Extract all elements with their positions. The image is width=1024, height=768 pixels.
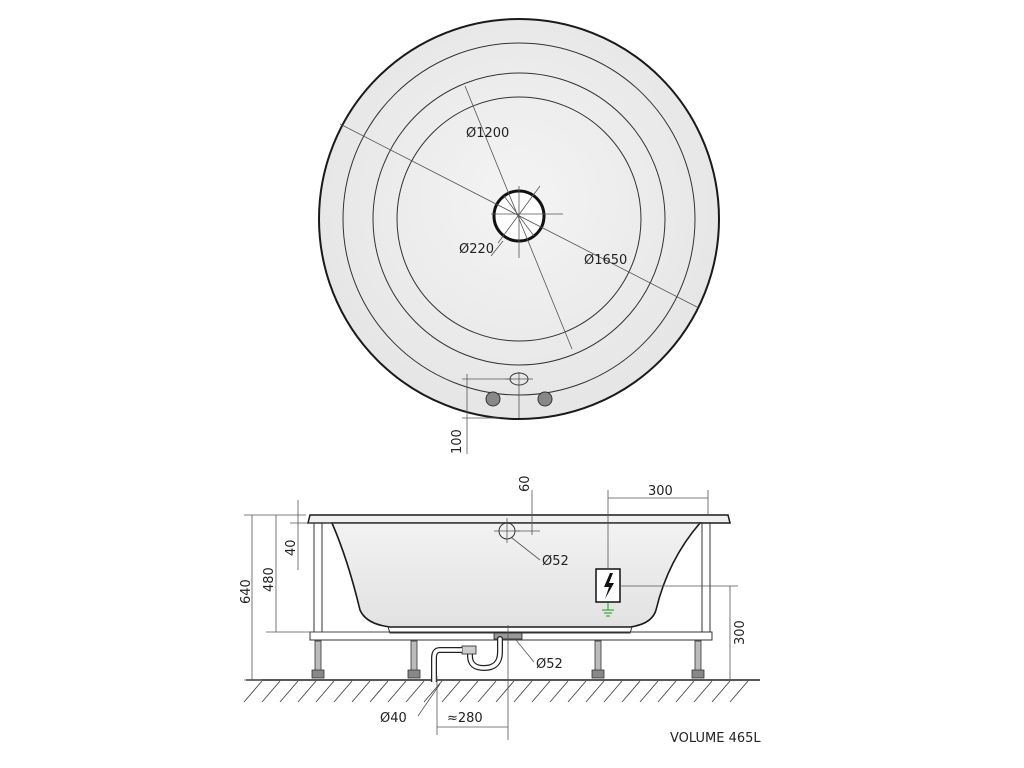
leg [410,640,418,672]
tub-body [330,522,702,628]
ground-icon [602,603,614,617]
dim-height-total: 640 [239,579,254,604]
dim-rim: 40 [284,539,299,556]
dim-pipe-diameter: Ø40 [380,711,407,726]
lightning-icon [604,573,614,599]
floor-hatching [243,680,749,703]
dim-box-offset: 300 [648,484,673,499]
dim-drain-label: Ø220 [459,242,494,257]
support-frame [309,523,713,679]
tap-left [485,391,501,407]
volume-label: VOLUME 465L [670,731,761,746]
dim-overflow-top: 60 [518,475,533,492]
top-view: 100 Ø1200 Ø220 Ø1650 [318,18,720,454]
dim-inner-label: Ø1200 [466,126,509,141]
dim-line-1200 [464,85,573,350]
dim-pipe-distance: ≈280 [447,711,483,726]
dim-box-height: 300 [733,620,748,645]
leg [694,640,702,672]
tap-right [537,391,553,407]
dim-overflow-offset: 100 [450,429,465,454]
dim-overflow-diameter: Ø52 [542,554,569,569]
dim-outer-label: Ø1650 [584,253,627,268]
basin-ring-inner [396,96,642,342]
side-view: 640 480 40 60 Ø52 300 300 Ø52 Ø40 [239,475,760,740]
leg [594,640,602,672]
leg [314,640,322,672]
dim-height-tub: 480 [262,567,277,592]
basin-ring-outer [372,72,666,366]
tub-rim [307,514,731,524]
dim-drain-diameter: Ø52 [536,657,563,672]
